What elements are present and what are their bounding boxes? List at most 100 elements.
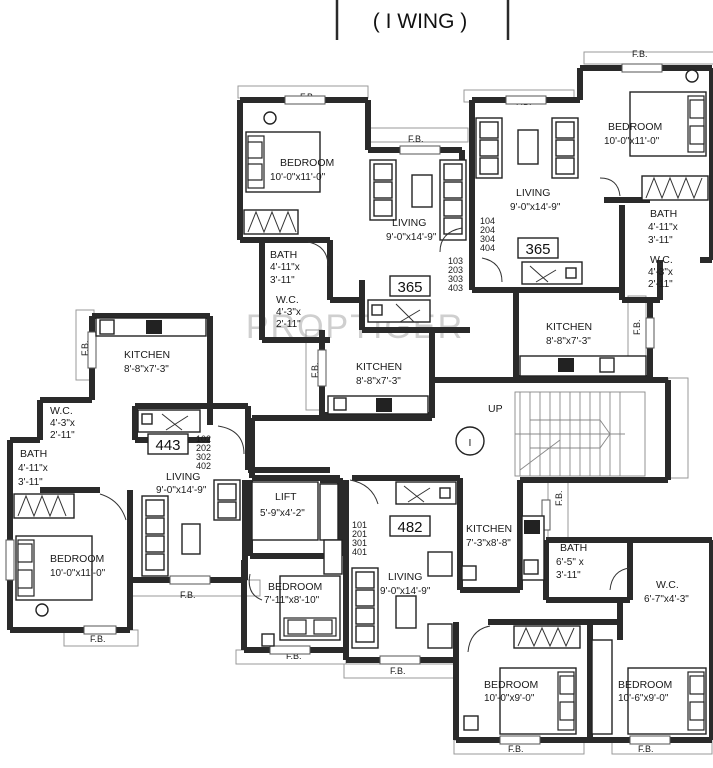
room-dim: 4'-3"x (276, 307, 301, 318)
bed-icon (627, 667, 707, 735)
room-name: W.C. (50, 405, 73, 417)
bed-icon (629, 91, 707, 157)
wardrobe-hatch (17, 494, 67, 518)
room-name: LIVING (166, 471, 200, 483)
room-dim: 9'-0"x14'-9" (386, 232, 437, 243)
unit-number: 365 (397, 279, 422, 296)
room-name: LIVING (388, 571, 422, 583)
flat-number: 401 (352, 547, 367, 557)
lift-dim: 5'-9"x4'-2" (260, 508, 305, 519)
hob-icon (376, 398, 392, 412)
unit-number: 482 (397, 519, 422, 536)
fb-label: F.B. (310, 362, 320, 378)
tv-unit-icon (137, 409, 201, 433)
sink-icon (599, 357, 615, 373)
room-dim: 7'-3"x8'-8" (466, 538, 511, 549)
room-dim: 3'-11" (556, 570, 581, 581)
room-dim: 4'-3"x (50, 418, 75, 429)
lamp-icon (463, 715, 479, 731)
fb-label: F.B. (638, 744, 654, 754)
room-dim: 9'-0"x14'-9" (510, 202, 561, 213)
room-name: BEDROOM (268, 581, 322, 593)
wardrobe-hatch (247, 210, 297, 234)
tv-icon (403, 485, 431, 503)
wardrobe-icon (323, 539, 343, 575)
wardrobe-hatch (517, 626, 575, 648)
speaker-icon (439, 487, 451, 499)
fridge-icon (461, 565, 477, 581)
room-name: KITCHEN (356, 361, 402, 373)
coffee-table-icon (181, 523, 201, 555)
room-name: KITCHEN (546, 321, 592, 333)
flat-number: 103 (448, 256, 463, 266)
armchair-icon (427, 551, 453, 577)
room-name: W.C. (656, 579, 679, 591)
room-name: BEDROOM (484, 679, 538, 691)
flat-number: 404 (480, 243, 495, 253)
unit-number-box (147, 433, 189, 455)
room-dim: 4'-3"x (648, 267, 673, 278)
room-name: BATH (650, 208, 677, 220)
room-dim: 8'-8"x7'-3" (546, 336, 591, 347)
room-name: BATH (560, 542, 587, 554)
room-dim: 2'-11" (276, 319, 301, 330)
room-name: BATH (20, 448, 47, 460)
sofa-icon (351, 567, 379, 649)
door-swings (99, 177, 631, 653)
room-name: W.C. (276, 294, 299, 306)
room-dim: 10'-6"x9'-0" (618, 693, 669, 704)
lamp-icon (261, 633, 275, 647)
room-name: BATH (270, 249, 297, 261)
hob-icon (146, 320, 162, 334)
flat-numbers-104: 104 204 304 404 (480, 216, 495, 253)
bed-icon (499, 667, 577, 735)
tv-icon (395, 303, 421, 323)
room-name: W.C. (650, 254, 673, 266)
sofa-icon (475, 117, 503, 179)
room-dim: 4'-11"x (648, 222, 678, 233)
coffee-table-icon (395, 595, 417, 629)
hob-icon (558, 358, 574, 372)
room-dim: 8'-8"x7'-3" (124, 364, 169, 375)
staircase (514, 391, 646, 477)
room-dim: 10'-0"x11'-0" (604, 136, 660, 147)
speaker-icon (565, 267, 577, 279)
room-name: BEDROOM (50, 553, 104, 565)
flat-number: 301 (352, 538, 367, 548)
sink-icon (523, 559, 539, 575)
flat-number: 203 (448, 265, 463, 275)
bed-icon (245, 131, 321, 193)
wardrobe-hatch (645, 176, 703, 200)
lift-shaft (319, 483, 339, 541)
room-dim: 4'-11"x (18, 463, 48, 474)
fb-label: F.B. (90, 634, 106, 644)
fb-label: F.B. (180, 590, 196, 600)
room-dim: 10'-0"x11'-0" (50, 568, 106, 579)
flat-numbers-102: 102 202 302 402 (196, 434, 211, 471)
kitchen-counter (519, 355, 647, 377)
fb-label: F.B. (632, 319, 642, 335)
sofa-icon (213, 479, 241, 521)
sink-icon (333, 397, 347, 411)
flat-number: 204 (480, 225, 495, 235)
tv-unit-icon (367, 299, 431, 323)
wing-symbol-circle (455, 426, 485, 456)
flat-number: 303 (448, 274, 463, 284)
room-dim: 9'-0"x14'-9" (156, 485, 207, 496)
room-name: LIVING (516, 187, 550, 199)
unit-number-box (389, 275, 431, 297)
stair-up-label: UP (488, 403, 503, 415)
fb-label: F.B. (632, 49, 648, 59)
flat-number: 304 (480, 234, 495, 244)
fb-label: F.B. (554, 490, 564, 506)
fb-label: F.B. (80, 340, 90, 356)
room-dim: 4'-11"x (270, 262, 300, 273)
room-dim: 9'-0"x14'-9" (380, 586, 431, 597)
room-dim: 3'-11" (648, 235, 673, 246)
lift-name: LIFT (275, 491, 297, 503)
flat-number: 201 (352, 529, 367, 539)
room-name: KITCHEN (124, 349, 170, 361)
lamp-icon (685, 69, 699, 83)
flat-number: 104 (480, 216, 495, 226)
